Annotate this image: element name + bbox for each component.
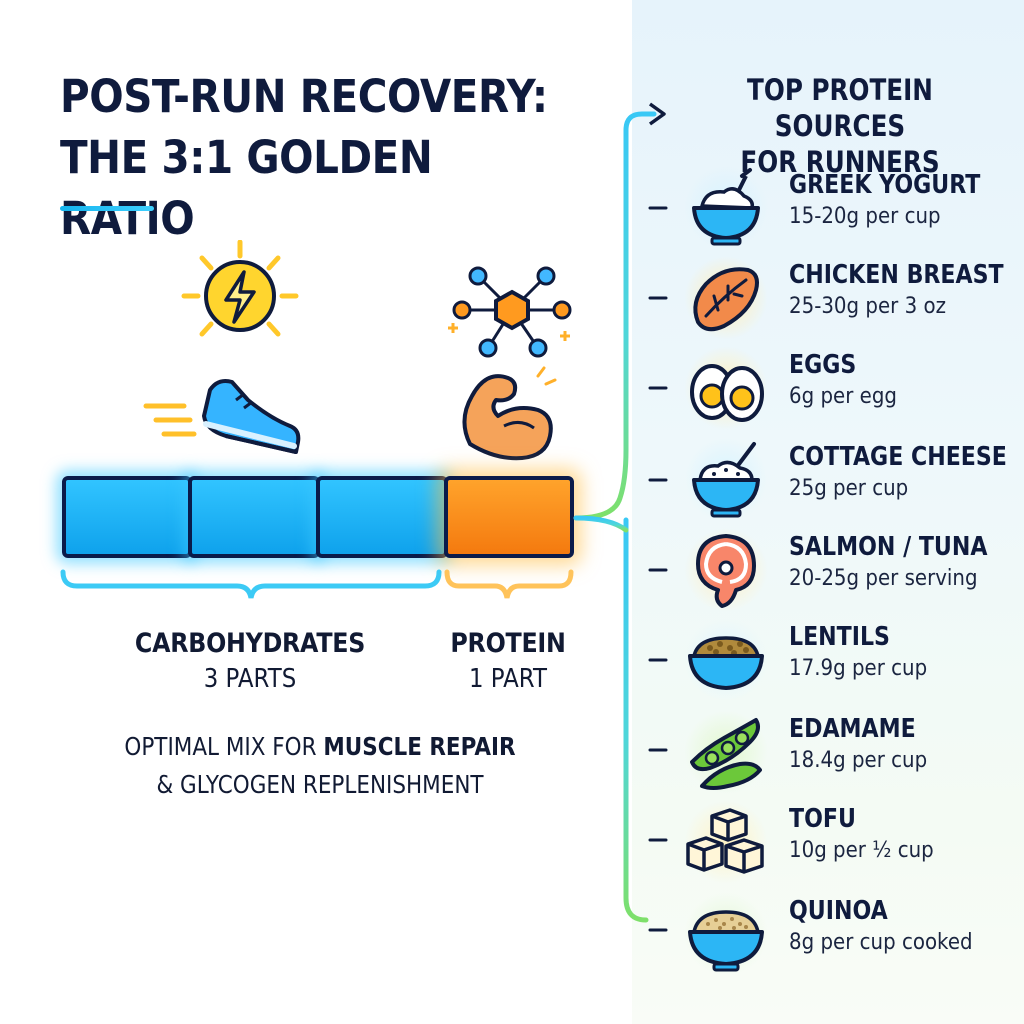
source-item-edamame: EDAMAME 18.4g per cup	[684, 710, 1014, 794]
source-name: LENTILS	[789, 622, 890, 652]
title-line-1: POST-RUN RECOVERY:	[60, 70, 548, 123]
eggs-icon	[684, 346, 768, 430]
protein-segment	[444, 476, 574, 558]
carb-segment-2	[188, 476, 320, 558]
source-item-chicken-breast: CHICKEN BREAST 25-30g per 3 oz	[684, 256, 1014, 340]
source-item-tofu: TOFU 10g per ½ cup	[684, 800, 1014, 884]
panel-title-line-1: TOP PROTEIN SOURCES	[747, 73, 933, 143]
tagline-text-1: OPTIMAL MIX FOR	[124, 732, 324, 761]
page-title: POST-RUN RECOVERY: THE 3:1 GOLDEN RATIO	[60, 66, 564, 249]
chicken-breast-icon	[684, 256, 768, 340]
connector-branch-up	[573, 111, 657, 521]
carb-segment-1	[62, 476, 192, 558]
source-amount: 25-30g per 3 oz	[789, 294, 946, 319]
source-name: CHICKEN BREAST	[789, 260, 1004, 290]
carb-segment-3	[316, 476, 448, 558]
protein-label: PROTEIN	[450, 628, 566, 659]
source-amount: 20-25g per serving	[789, 566, 978, 591]
edamame-icon	[684, 710, 768, 794]
source-item-salmon-tuna: SALMON / TUNA 20-25g per serving	[684, 528, 1014, 612]
tagline: OPTIMAL MIX FOR MUSCLE REPAIR & GLYCOGEN…	[96, 728, 543, 804]
source-item-cottage-cheese: COTTAGE CHEESE 25g per cup	[684, 438, 1014, 522]
source-amount: 18.4g per cup	[789, 748, 928, 773]
source-item-greek-yogurt: GREEK YOGURT 15-20g per cup	[684, 166, 1014, 250]
source-item-eggs: EGGS 6g per egg	[684, 346, 1014, 430]
running-shoe-icon	[202, 379, 301, 454]
source-name: TOFU	[789, 804, 856, 834]
protein-sources-title: TOP PROTEIN SOURCES FOR RUNNERS	[687, 72, 993, 180]
protein-bracket	[444, 569, 574, 599]
speed-lines-icon	[143, 403, 197, 437]
flexed-arm-icon	[462, 366, 557, 461]
tofu-cubes-icon	[684, 800, 768, 884]
source-name: QUINOA	[789, 896, 888, 926]
source-amount: 10g per ½ cup	[789, 838, 934, 863]
source-amount: 8g per cup cooked	[789, 930, 973, 955]
tagline-text-2: & GLYCOGEN REPLENISHMENT	[156, 770, 484, 799]
protein-illustration	[448, 266, 572, 461]
source-amount: 15-20g per cup	[789, 204, 941, 229]
source-name: EGGS	[789, 350, 857, 380]
tagline-emphasis: MUSCLE REPAIR	[323, 732, 516, 761]
carb-bracket	[60, 569, 442, 599]
protein-parts-label: 1 PART	[468, 664, 548, 694]
quinoa-bowl-icon	[684, 892, 768, 976]
cottage-cheese-icon	[684, 438, 768, 522]
connector-ticks	[648, 206, 668, 932]
source-item-lentils: LENTILS 17.9g per cup	[684, 618, 1014, 702]
carb-label: CARBOHYDRATES	[134, 628, 366, 659]
molecule-icon	[448, 266, 572, 358]
title-underline	[60, 206, 154, 211]
lightning-bolt-icon	[224, 270, 256, 324]
connector-tree	[573, 102, 668, 932]
salmon-steak-icon	[684, 528, 768, 612]
carb-illustration	[143, 240, 301, 454]
ratio-brackets	[60, 569, 574, 599]
source-amount: 17.9g per cup	[789, 656, 928, 681]
lentils-bowl-icon	[684, 618, 768, 702]
yogurt-bowl-icon	[684, 166, 768, 250]
source-amount: 25g per cup	[789, 476, 909, 501]
sun-rays-icon	[181, 240, 299, 337]
title-line-2: THE 3:1 GOLDEN RATIO	[60, 131, 433, 245]
source-amount: 6g per egg	[789, 384, 897, 409]
connector-branch-down	[623, 517, 649, 923]
source-name: COTTAGE CHEESE	[789, 442, 1007, 472]
arrow-head-icon	[648, 102, 666, 126]
source-name: GREEK YOGURT	[789, 170, 981, 200]
carb-parts-label: 3 PARTS	[203, 664, 297, 694]
panel-title-line-2: FOR RUNNERS	[740, 145, 940, 179]
source-name: EDAMAME	[789, 714, 916, 744]
source-name: SALMON / TUNA	[789, 532, 988, 562]
source-item-quinoa: QUINOA 8g per cup cooked	[684, 892, 1014, 976]
